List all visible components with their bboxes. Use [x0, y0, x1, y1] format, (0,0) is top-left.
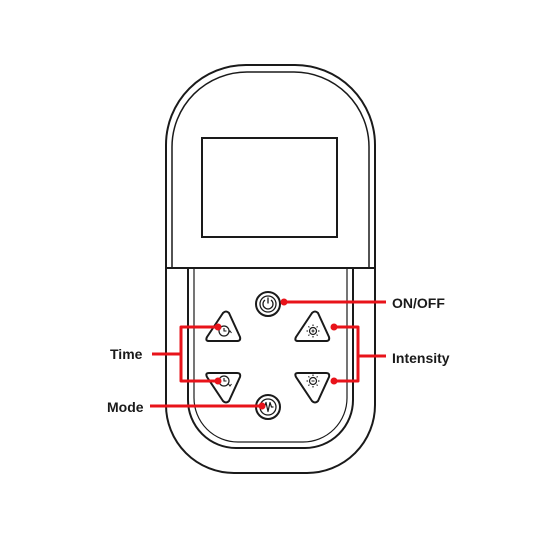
display-screen [201, 137, 338, 238]
brightness-up-button[interactable] [294, 310, 331, 342]
button-panel [187, 268, 354, 449]
callout-line-intensity [334, 325, 360, 383]
mode-button[interactable] [255, 394, 281, 420]
label-on-off: ON/OFF [392, 295, 445, 311]
remote-body [165, 64, 376, 474]
label-intensity: Intensity [392, 350, 450, 366]
callout-dot-brightness-down [330, 377, 338, 385]
brightness-down-button[interactable] [294, 372, 331, 404]
callout-dot-brightness-up [330, 323, 338, 331]
callout-dot-onoff [280, 298, 288, 306]
power-icon [262, 297, 274, 310]
callout-dot-timer-down [214, 377, 222, 385]
label-mode: Mode [107, 399, 144, 415]
button-panel-inner [193, 268, 348, 443]
callout-dots [214, 298, 338, 410]
timer-up-icon [218, 325, 232, 337]
brightness-up-icon [306, 324, 320, 338]
power-button[interactable] [255, 291, 281, 317]
timer-up-button[interactable] [205, 310, 242, 342]
remote-body-inner [171, 71, 370, 268]
brightness-down-icon [306, 374, 320, 388]
callout-lines [150, 300, 386, 408]
callout-dot-mode [258, 402, 266, 410]
callout-dot-timer-up [214, 323, 222, 331]
timer-down-button[interactable] [205, 372, 242, 404]
label-time: Time [110, 346, 143, 362]
